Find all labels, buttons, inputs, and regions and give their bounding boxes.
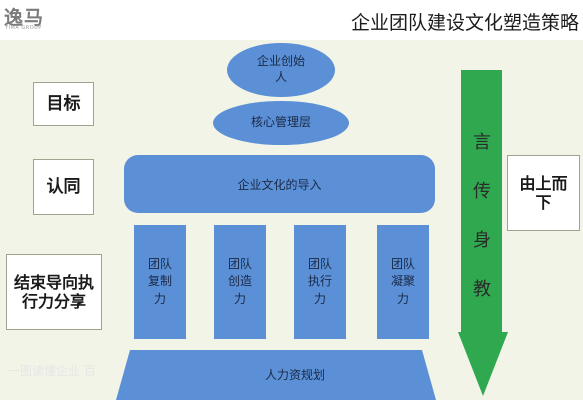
hr-planning-base bbox=[116, 350, 436, 400]
pillar-execution-label: 团队执行力 bbox=[307, 256, 332, 306]
watermark: 一图读懂企业 百 bbox=[8, 364, 96, 378]
culture-intro-beam: 企业文化的导入 bbox=[124, 155, 435, 213]
execution-label: 结束导向执行力分享 bbox=[13, 272, 94, 311]
base-trapezoid bbox=[116, 350, 436, 400]
core-management-label: 核心管理层 bbox=[250, 115, 311, 130]
identity-box: 认同 bbox=[33, 159, 94, 215]
execution-box: 结束导向执行力分享 bbox=[6, 254, 102, 330]
culture-intro-label: 企业文化的导入 bbox=[237, 177, 322, 192]
arrow-char: 身 bbox=[473, 230, 491, 251]
top-down-box: 由上而下 bbox=[507, 155, 580, 231]
pillar-execution: 团队执行力 bbox=[294, 225, 346, 339]
identity-label: 认同 bbox=[46, 176, 81, 197]
hr-planning-label: 人力资规划 bbox=[264, 368, 325, 382]
pillar-cohesion-label: 团队凝聚力 bbox=[390, 256, 415, 306]
pillar-creativity: 团队创造力 bbox=[214, 225, 266, 339]
pillar-replication: 团队复制力 bbox=[134, 225, 186, 339]
arrow-text-column: 言 传 身 教 bbox=[462, 118, 502, 314]
arrow-char: 言 bbox=[473, 132, 491, 153]
top-down-label: 由上而下 bbox=[519, 173, 568, 212]
founder-label: 企业创始人 bbox=[257, 54, 306, 84]
pillar-cohesion: 团队凝聚力 bbox=[377, 225, 429, 339]
arrow-char: 教 bbox=[473, 279, 491, 300]
arrow-char: 传 bbox=[473, 181, 491, 202]
pillar-replication-label: 团队复制力 bbox=[147, 256, 172, 306]
page-title: 企业团队建设文化塑造策略 bbox=[350, 12, 579, 34]
arrow-shape bbox=[458, 70, 508, 396]
founder-ellipse: 企业创始人 bbox=[227, 43, 335, 97]
goal-box: 目标 bbox=[33, 82, 94, 126]
pillar-creativity-label: 团队创造力 bbox=[227, 256, 252, 306]
logo-subtext: YIMA GROUP bbox=[5, 25, 42, 31]
logo-text: 逸马 bbox=[4, 7, 45, 29]
down-arrow bbox=[458, 70, 508, 396]
brand-logo: 逸马 YIMA GROUP bbox=[4, 3, 104, 33]
header-bar: 逸马 YIMA GROUP 企业团队建设文化塑造策略 bbox=[0, 0, 583, 40]
goal-label: 目标 bbox=[46, 93, 81, 114]
core-management-ellipse: 核心管理层 bbox=[213, 101, 349, 145]
